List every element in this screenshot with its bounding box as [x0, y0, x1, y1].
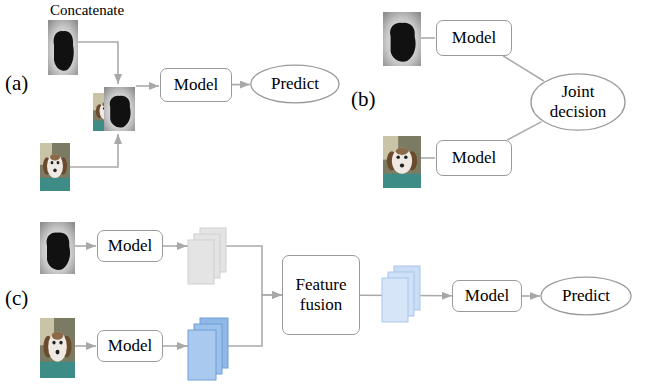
- blue-feature-maps: [188, 318, 228, 380]
- input-arrow: [75, 345, 96, 347]
- panel-label: (c): [5, 287, 28, 310]
- input-arrow: [70, 134, 118, 167]
- node-text: Model: [465, 286, 509, 306]
- node-text: Model: [174, 75, 218, 95]
- connector: [522, 295, 540, 297]
- connector: [232, 84, 250, 86]
- ellipse-shape: [251, 65, 339, 103]
- gray-feature-maps: [188, 228, 226, 284]
- node-text: Model: [108, 236, 152, 256]
- input-arrow: [136, 85, 159, 87]
- feature-map: [188, 240, 214, 284]
- mask-image: [40, 222, 75, 274]
- node-text: Predict: [562, 286, 610, 306]
- node-text: Feature fusion: [290, 275, 352, 314]
- output-ellipse: Predict: [540, 276, 632, 316]
- output-ellipse: Predict: [250, 64, 340, 104]
- feature-map: [188, 330, 216, 380]
- ellipse-shape: [531, 74, 625, 130]
- process-box: Model: [452, 280, 522, 312]
- node-text: Model: [452, 28, 496, 48]
- feature-map: [382, 278, 408, 322]
- panel-label: (a): [5, 72, 28, 95]
- input-line: [421, 37, 435, 39]
- process-box: Model: [436, 140, 512, 176]
- mask-image: [104, 87, 135, 131]
- ellipse-shape: [541, 277, 631, 315]
- input-arrow: [78, 42, 118, 84]
- panel-a-illustration: [40, 20, 159, 191]
- dog-image: [383, 136, 421, 188]
- fused-feature-maps: [382, 266, 420, 322]
- connector: [507, 122, 541, 140]
- connector: [503, 56, 544, 81]
- mask-image: [48, 20, 78, 75]
- process-box: Model: [160, 68, 232, 102]
- panel-label: (b): [351, 88, 376, 111]
- dog-image: [40, 318, 75, 378]
- fusion-box: Feature fusion: [282, 255, 360, 335]
- input-line: [421, 157, 435, 159]
- process-box: Model: [436, 20, 512, 56]
- caption-label: Concatenate: [50, 2, 124, 19]
- node-text: Model: [108, 336, 152, 356]
- process-box: Model: [97, 330, 163, 362]
- node-text: Joint decision: [544, 82, 612, 121]
- dog-image: [40, 143, 70, 191]
- mask-image: [383, 12, 421, 66]
- node-text: Predict: [271, 74, 319, 94]
- input-arrow: [176, 345, 187, 347]
- node-text: Model: [452, 148, 496, 168]
- process-box: Model: [97, 230, 163, 262]
- panel-c-illustration: [40, 222, 420, 380]
- input-arrow: [75, 245, 96, 247]
- output-ellipse: Joint decision: [530, 72, 626, 132]
- panel-b-illustration: [383, 12, 435, 188]
- input-arrow: [176, 245, 187, 247]
